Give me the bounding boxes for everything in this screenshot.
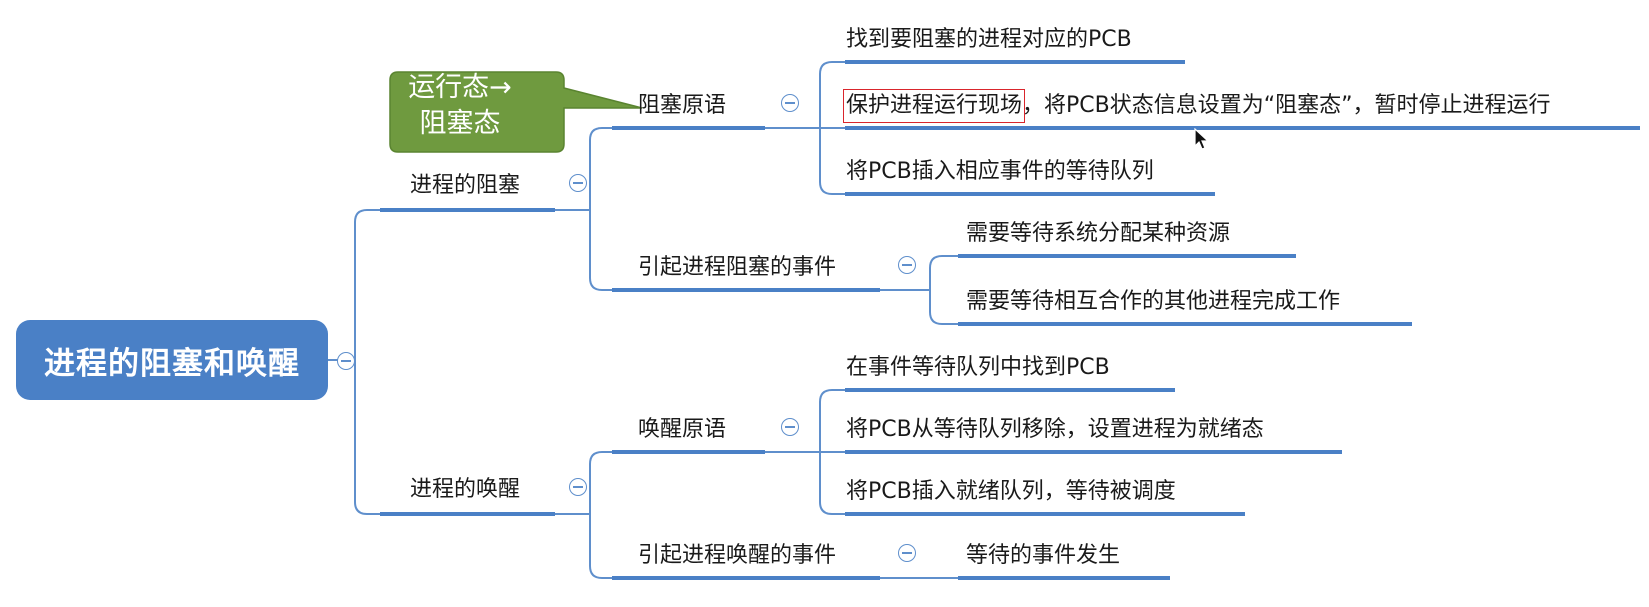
link-be-2 [929, 290, 958, 325]
node-bp-step-2[interactable]: 保护进程运行现场，将PCB状态信息设置为“阻塞态”，暂时停止进程运行 [842, 89, 1551, 123]
node-wakeup-events[interactable]: 引起进程唤醒的事件 [638, 542, 836, 570]
link-wp-1 [765, 389, 845, 453]
link-root-blocking [328, 209, 380, 361]
collapse-wakeup-events-icon[interactable] [898, 544, 916, 562]
node-wakeup-events-label: 引起进程唤醒的事件 [638, 543, 837, 568]
collapse-root-icon[interactable] [337, 352, 355, 370]
callout-note: 运行态→ 阻塞态 [385, 70, 535, 150]
node-blocking-primitive[interactable]: 阻塞原语 [638, 92, 726, 120]
node-blocking-events[interactable]: 引起进程阻塞的事件 [638, 254, 836, 282]
link-blocking-events [589, 210, 612, 291]
link-wakeup-events [589, 514, 612, 579]
node-wakeup-primitive-label: 唤醒原语 [638, 417, 727, 442]
link-bp-1 [765, 61, 845, 129]
callout-bubble [389, 71, 643, 153]
node-be-item-1-label: 需要等待系统分配某种资源 [966, 221, 1231, 246]
node-bp-step-2-rest: ，将PCB状态信息设置为“阻塞态”，暂时停止进程运行 [1022, 93, 1551, 118]
collapse-blocking-primitive-icon[interactable] [781, 94, 799, 112]
callout-line1: 运行态→ [408, 72, 512, 103]
node-we-item-1-label: 等待的事件发生 [966, 543, 1121, 568]
link-wp-3 [819, 452, 845, 515]
link-be-1 [880, 255, 958, 291]
node-wp-step-3[interactable]: 将PCB插入就绪队列，等待被调度 [846, 478, 1176, 506]
node-wp-step-1-label: 在事件等待队列中找到PCB [846, 355, 1110, 380]
mouse-cursor-icon [1194, 128, 1210, 150]
node-wp-step-1[interactable]: 在事件等待队列中找到PCB [846, 354, 1110, 382]
collapse-wakeup-primitive-icon[interactable] [781, 418, 799, 436]
node-be-item-1[interactable]: 需要等待系统分配某种资源 [966, 220, 1230, 248]
highlighted-text: 保护进程运行现场 [842, 89, 1026, 123]
node-wakeup-label: 进程的唤醒 [410, 477, 521, 502]
node-wp-step-3-label: 将PCB插入就绪队列，等待被调度 [846, 479, 1176, 504]
link-root-wakeup [354, 360, 380, 515]
node-be-item-2[interactable]: 需要等待相互合作的其他进程完成工作 [966, 288, 1340, 316]
node-bp-step-1[interactable]: 找到要阻塞的进程对应的PCB [846, 26, 1132, 54]
node-wp-step-2-label: 将PCB从等待队列移除，设置进程为就绪态 [846, 417, 1264, 442]
node-wakeup-primitive[interactable]: 唤醒原语 [638, 416, 726, 444]
link-wakeup-primitive [555, 451, 612, 515]
link-blocking-primitive [555, 127, 612, 211]
node-blocking-events-label: 引起进程阻塞的事件 [638, 255, 837, 280]
root-node[interactable]: 进程的阻塞和唤醒 [16, 320, 328, 400]
node-bp-step-3[interactable]: 将PCB插入相应事件的等待队列 [846, 158, 1154, 186]
collapse-blocking-icon[interactable] [569, 174, 587, 192]
callout-line2: 阻塞态 [419, 108, 501, 139]
root-label: 进程的阻塞和唤醒 [44, 345, 300, 382]
node-blocking[interactable]: 进程的阻塞 [410, 172, 520, 200]
collapse-wakeup-icon[interactable] [569, 478, 587, 496]
node-blocking-label: 进程的阻塞 [410, 173, 521, 198]
link-bp-3 [819, 128, 845, 195]
node-blocking-primitive-label: 阻塞原语 [638, 93, 727, 118]
node-we-item-1[interactable]: 等待的事件发生 [966, 542, 1120, 570]
node-bp-step-3-label: 将PCB插入相应事件的等待队列 [846, 159, 1154, 184]
node-wp-step-2[interactable]: 将PCB从等待队列移除，设置进程为就绪态 [846, 416, 1264, 444]
node-bp-step-1-label: 找到要阻塞的进程对应的PCB [846, 27, 1132, 52]
collapse-blocking-events-icon[interactable] [898, 256, 916, 274]
node-be-item-2-label: 需要等待相互合作的其他进程完成工作 [966, 289, 1341, 314]
node-wakeup[interactable]: 进程的唤醒 [410, 476, 520, 504]
